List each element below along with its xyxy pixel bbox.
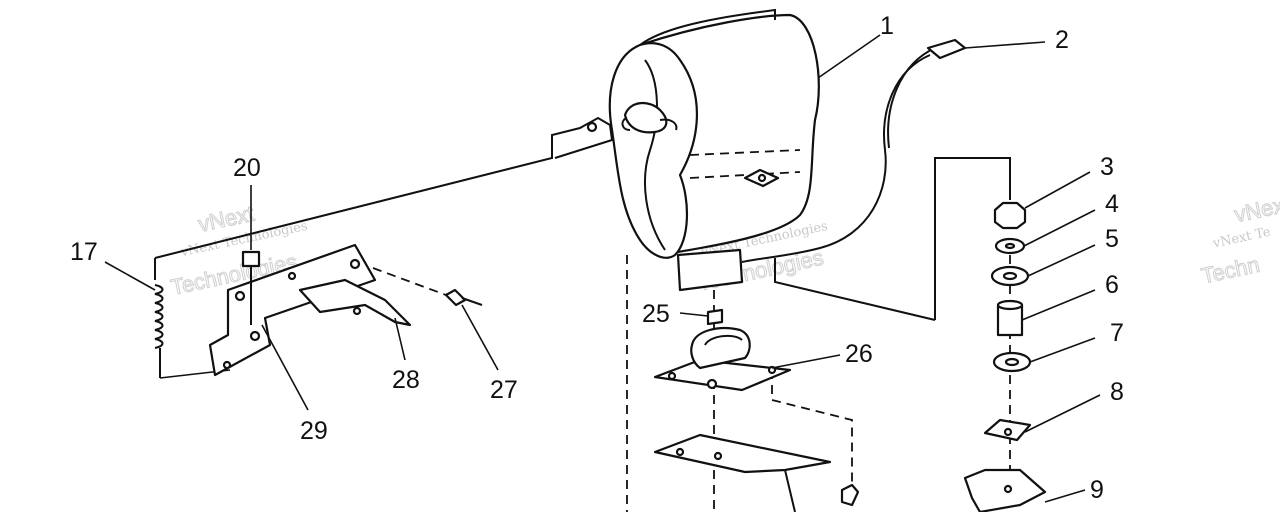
- svg-text:Techn: Techn: [1199, 252, 1262, 289]
- callout-1: 1: [880, 12, 894, 40]
- callout-4: 4: [1105, 190, 1119, 218]
- callout-7: 7: [1110, 319, 1124, 347]
- callout-5: 5: [1105, 225, 1119, 253]
- hardware-stack: [963, 201, 1047, 512]
- return-spring: [154, 284, 164, 378]
- callout-29: 29: [300, 417, 328, 445]
- mount-plate: [653, 308, 792, 392]
- callout-2: 2: [1055, 26, 1069, 54]
- callout-25: 25: [642, 300, 670, 328]
- headlamp-housing: [608, 8, 820, 292]
- guide-lines: [159, 157, 1011, 512]
- callout-17: 17: [70, 238, 98, 266]
- callout-8: 8: [1110, 378, 1124, 406]
- callout-20: 20: [233, 154, 261, 182]
- leader-lines: [104, 34, 1101, 503]
- callout-6: 6: [1105, 271, 1119, 299]
- support-bar: [154, 116, 614, 280]
- svg-text:vNext: vNext: [1232, 191, 1280, 227]
- callout-labels: 1 2 3 4 5 6 7 8 9 17 20 25 26 27 28 29: [70, 12, 1124, 504]
- callout-9: 9: [1090, 476, 1104, 504]
- callout-26: 26: [845, 340, 873, 368]
- callout-28: 28: [392, 366, 420, 394]
- callout-3: 3: [1100, 153, 1114, 181]
- svg-text:vNext Te: vNext Te: [1211, 225, 1273, 252]
- lower-bracket: [653, 433, 860, 512]
- callout-27: 27: [490, 376, 518, 404]
- left-bracket: [208, 243, 412, 377]
- pin: [372, 267, 483, 307]
- watermark-right: vNext vNext Te Techn: [1199, 191, 1280, 289]
